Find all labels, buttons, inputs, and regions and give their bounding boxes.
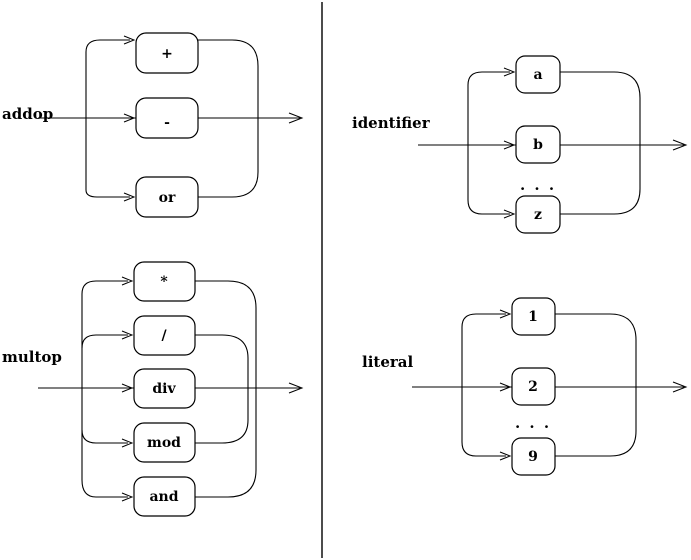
literal-arrow-1 <box>499 309 512 319</box>
literal-token-label-9: 9 <box>528 449 538 465</box>
identifier-ellipsis: . . . <box>520 176 556 194</box>
multop-branch-wire-slash <box>81 334 128 349</box>
identifier-token-box-b[interactable] <box>515 125 561 164</box>
addop-token-box-minus[interactable] <box>135 97 199 139</box>
multop-token-label-div: div <box>152 381 176 397</box>
literal-exit-wire-1 <box>555 313 637 387</box>
multop-token-label-and: and <box>149 489 178 505</box>
literal-token-box-1[interactable] <box>511 297 556 336</box>
identifier-exit-arrow <box>672 139 688 151</box>
addop-token-label-plus: + <box>161 46 173 62</box>
multop-exit-wire-and <box>195 388 257 498</box>
addop-branch-wire-plus <box>85 39 130 53</box>
multop-rule-label: multop <box>2 348 62 366</box>
multop-token-label-slash: / <box>161 328 167 344</box>
multop-arrow-and <box>121 492 134 502</box>
literal-token-label-1: 1 <box>528 309 538 325</box>
literal-rule-label: literal <box>362 353 413 371</box>
addop-token-box-plus[interactable] <box>135 32 199 74</box>
addop-arrow-plus <box>123 35 136 45</box>
literal-arrow-2 <box>499 382 512 392</box>
multop-branch-wire-mod <box>81 429 128 444</box>
literal-arrow-9 <box>499 451 512 461</box>
multop-exit-wire-slash <box>195 334 249 388</box>
identifier-exit-wire-a <box>560 71 641 145</box>
identifier-arrow-z <box>503 209 516 219</box>
literal-branch-wire-9 <box>461 441 506 457</box>
literal-token-label-2: 2 <box>528 379 538 395</box>
literal-branch-wire-1 <box>461 313 506 328</box>
addop-exit-wire-or <box>198 118 259 198</box>
identifier-arrow-b <box>503 140 516 150</box>
identifier-token-label-b: b <box>533 137 543 153</box>
multop-token-box-star[interactable] <box>133 261 196 302</box>
multop-token-box-div[interactable] <box>133 368 196 409</box>
addop-arrow-or <box>123 192 136 202</box>
identifier-branch-wire-a <box>467 71 510 86</box>
diagram-identifier: a b z . . . identifier <box>352 55 688 234</box>
multop-token-box-and[interactable] <box>133 476 196 517</box>
literal-exit-wire-9 <box>555 387 637 457</box>
addop-token-label-minus: - <box>164 115 170 131</box>
multop-exit-wire-mod <box>195 388 249 444</box>
multop-arrow-star <box>121 276 134 286</box>
diagram-literal: 1 2 9 . . . literal <box>362 297 688 476</box>
addop-token-box-or[interactable] <box>135 176 199 218</box>
identifier-branch-wire-z <box>467 199 510 215</box>
literal-token-box-2[interactable] <box>511 367 556 406</box>
multop-arrow-mod <box>121 438 134 448</box>
multop-token-label-mod: mod <box>147 435 181 451</box>
multop-token-box-slash[interactable] <box>133 315 196 356</box>
multop-exit-arrow <box>288 382 304 394</box>
addop-exit-arrow <box>288 112 304 124</box>
identifier-token-label-a: a <box>533 67 542 83</box>
identifier-token-box-z[interactable] <box>515 195 561 234</box>
addop-token-label-or: or <box>159 190 176 206</box>
identifier-rule-label: identifier <box>352 114 431 132</box>
addop-rule-label: addop <box>2 105 53 123</box>
identifier-token-box-a[interactable] <box>515 55 561 94</box>
multop-token-label-star: * <box>160 274 168 290</box>
addop-branch-wire-or <box>85 189 130 198</box>
multop-arrow-slash <box>121 330 134 340</box>
multop-exit-wire-star <box>195 280 257 388</box>
addop-exit-wire-plus <box>198 39 259 118</box>
literal-ellipsis: . . . <box>515 414 551 432</box>
identifier-exit-wire-z <box>560 145 641 215</box>
addop-arrow-minus <box>123 113 136 123</box>
identifier-arrow-a <box>503 67 516 77</box>
literal-token-box-9[interactable] <box>511 437 556 476</box>
multop-branch-wire-star <box>81 280 128 295</box>
literal-exit-arrow <box>672 381 688 393</box>
identifier-token-label-z: z <box>534 207 542 223</box>
multop-branch-wire-and <box>81 479 128 498</box>
multop-token-box-mod[interactable] <box>133 422 196 463</box>
diagram-addop: + - or addop <box>2 32 304 218</box>
multop-arrow-div <box>121 383 134 393</box>
diagram-multop: * / div mod and multop <box>2 261 304 517</box>
